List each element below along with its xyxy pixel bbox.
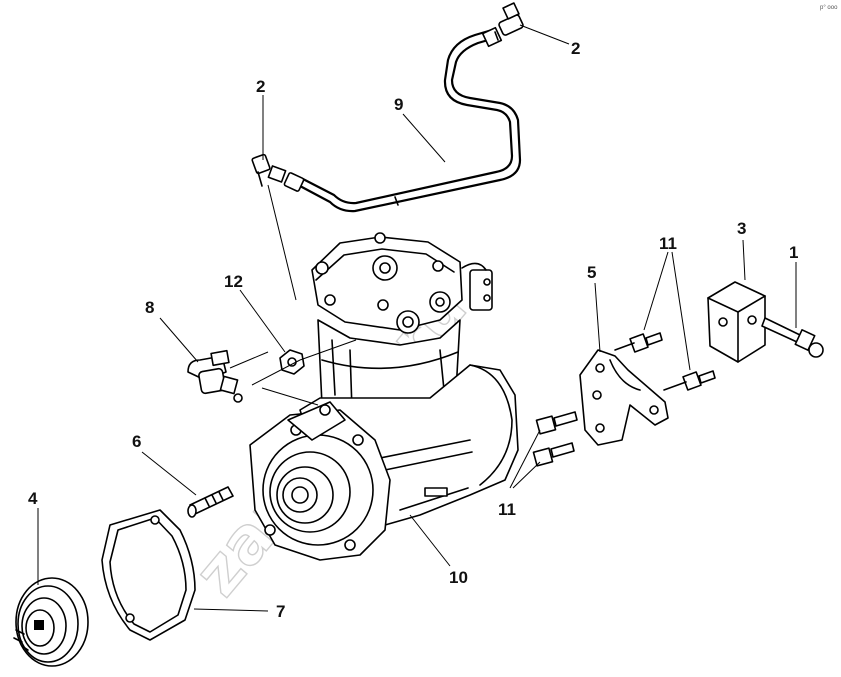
bracket-bolt — [663, 370, 716, 391]
callout-7: 7 — [276, 602, 285, 621]
bracket-bolt — [532, 442, 575, 467]
mounting-bracket — [579, 349, 669, 446]
air-tube — [298, 28, 522, 213]
callout-8: 8 — [145, 298, 154, 317]
stud — [187, 486, 234, 518]
pulley — [13, 577, 89, 667]
callout-labels: 1 2 2 3 4 5 6 7 8 9 10 11 11 12 — [28, 39, 798, 621]
bracket-bolt — [614, 332, 663, 353]
bolt — [761, 317, 824, 358]
compressor — [249, 232, 519, 561]
callout-11-bottom: 11 — [498, 500, 516, 519]
hex-nut — [279, 349, 305, 375]
elbow-fitting-top — [481, 2, 524, 48]
callout-2-top: 2 — [571, 39, 580, 58]
leader-lines — [37, 24, 797, 612]
callout-1: 1 — [789, 243, 798, 262]
bracket-bolt — [535, 411, 578, 435]
callout-5: 5 — [587, 263, 596, 282]
corner-mark: p° ooo — [820, 5, 838, 11]
gasket — [101, 509, 196, 641]
callout-10: 10 — [449, 568, 468, 587]
elbow-fitting — [187, 349, 243, 403]
callout-9: 9 — [394, 95, 403, 114]
callout-3: 3 — [737, 219, 746, 238]
elbow-fitting-left — [251, 153, 305, 192]
callout-4: 4 — [28, 489, 38, 508]
callout-6: 6 — [132, 432, 141, 451]
callout-11-top: 11 — [659, 234, 677, 253]
callout-12: 12 — [224, 272, 243, 291]
mounting-block — [707, 281, 766, 363]
callout-2-left: 2 — [256, 77, 265, 96]
